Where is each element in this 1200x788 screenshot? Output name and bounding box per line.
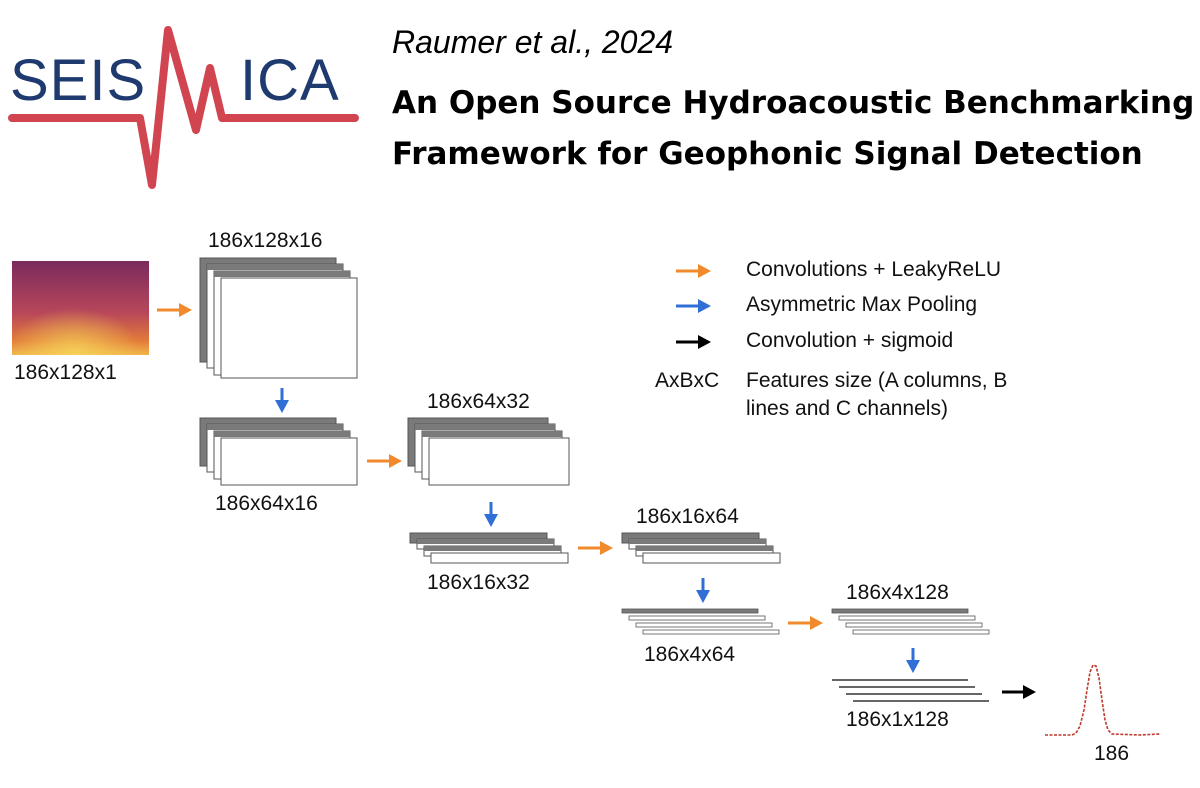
label-output: 186 [1094, 742, 1130, 765]
legend-key: AxBxC [655, 369, 720, 392]
paper-title: An Open Source Hydroacoustic Benchmarkin… [392, 78, 1194, 180]
legend-key-desc-2: lines and C channels) [746, 397, 948, 420]
title-line-1: An Open Source Hydroacoustic Benchmarkin… [392, 85, 1195, 121]
label-b7: 186x4x128 [846, 581, 949, 604]
arrow-pool-4 [906, 648, 920, 673]
arrow-pool-1 [275, 388, 289, 413]
label-b4: 186x16x32 [427, 571, 530, 594]
input-spectrogram [12, 261, 149, 355]
legend-conv-text: Convolutions + LeakyReLU [746, 258, 1002, 281]
legend-arrow-conv [676, 264, 711, 278]
feature-block-186x128x16 [199, 257, 358, 379]
feature-block-186x4x128 [831, 608, 990, 635]
logo-text-right: ICA [240, 48, 340, 113]
title-line-2: Framework for Geophonic Signal Detection [392, 136, 1143, 172]
label-b2: 186x64x16 [215, 492, 318, 515]
logo-waveform [8, 26, 359, 189]
legend-key-desc-1: Features size (A columns, B [746, 369, 1008, 392]
feature-block-186x1x128 [832, 679, 989, 702]
arrow-sigmoid [1002, 685, 1036, 699]
label-b6: 186x4x64 [644, 643, 736, 666]
legend-arrow-pool [676, 299, 711, 313]
feature-block-186x16x32 [409, 532, 569, 564]
output-detection-curve [1045, 664, 1161, 736]
feature-block-186x64x16 [199, 417, 358, 486]
arrow-conv-4 [788, 616, 823, 630]
feature-block-186x16x64 [621, 532, 781, 564]
legend-arrow-sigmoid [676, 335, 711, 349]
feature-block-186x64x32 [407, 417, 570, 486]
label-b8: 186x1x128 [846, 708, 949, 731]
arrow-conv-2 [367, 454, 402, 468]
legend-pool-text: Asymmetric Max Pooling [746, 293, 978, 316]
label-input: 186x128x1 [14, 361, 117, 384]
seismica-logo: SEIS ICA [8, 26, 359, 189]
logo-text-left: SEIS [10, 48, 146, 113]
arrow-conv-3 [578, 541, 613, 555]
label-b1: 186x128x16 [208, 229, 323, 252]
feature-block-186x4x64 [621, 608, 780, 635]
reference-text: Raumer et al., 2024 [392, 24, 674, 60]
network-diagram: 186x128x1 186x128x16 186x64x16 186x64x32… [0, 220, 1200, 788]
legend-sigmoid-text: Convolution + sigmoid [746, 329, 954, 352]
arrow-pool-3 [696, 578, 710, 603]
arrow-pool-2 [484, 502, 498, 527]
label-b3: 186x64x32 [427, 390, 530, 413]
arrow-conv-1 [157, 303, 192, 317]
label-b5: 186x16x64 [636, 505, 739, 528]
